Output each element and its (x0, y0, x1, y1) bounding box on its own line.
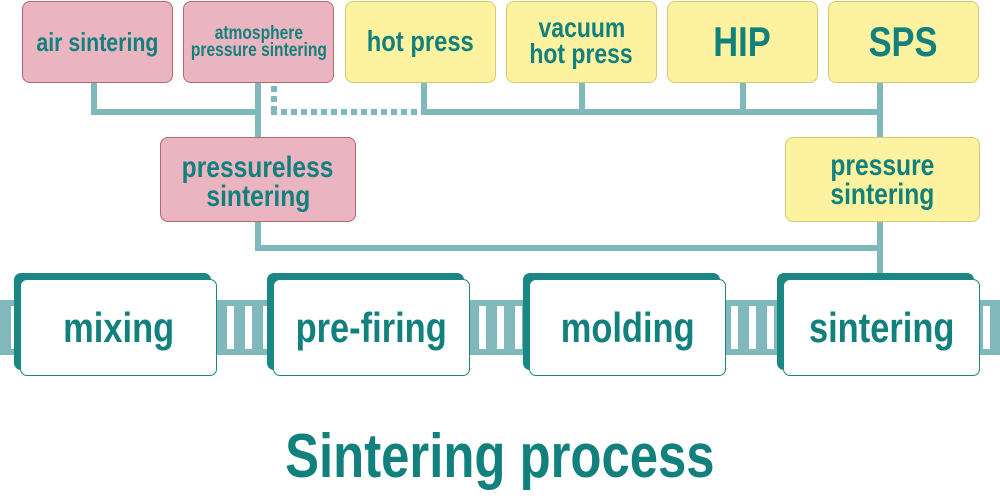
method-vacuum-hot-press: vacuum hot press (506, 1, 657, 83)
step-label: molding (560, 303, 695, 351)
category-pressure-sintering: pressure sintering (785, 137, 980, 222)
step-mixing: mixing (20, 279, 217, 376)
category-label-line-1: pressureless (182, 150, 334, 184)
method-hip: HIP (667, 1, 818, 83)
diagram-title-text: Sintering process (285, 422, 715, 491)
category-label-line-1: pressure (830, 148, 935, 182)
step-label: sintering (808, 303, 955, 351)
method-sps: SPS (828, 1, 979, 83)
step-label: mixing (62, 303, 174, 351)
method-label: SPS (869, 18, 938, 65)
method-hot-press: hot press (345, 1, 496, 83)
category-label-line-2: sintering (206, 179, 310, 213)
method-atmosphere-pressure-sintering: atmosphere pressure sintering (183, 1, 334, 83)
method-label: HIP (713, 18, 772, 65)
step-sintering: sintering (783, 279, 980, 376)
category-pressureless-sintering: pressureless sintering (160, 137, 356, 222)
method-label-line-2: pressure sintering (190, 40, 327, 61)
method-label: hot press (366, 25, 475, 58)
step-pre-firing: pre-firing (273, 279, 470, 376)
category-label-line-2: sintering (830, 177, 935, 211)
method-label-line-1: vacuum (538, 11, 625, 43)
step-label: pre-firing (295, 303, 448, 351)
method-label-line-2: hot press (529, 37, 634, 69)
method-label-line-1: atmosphere (214, 23, 303, 44)
method-air-sintering: air sintering (22, 1, 173, 83)
step-molding: molding (529, 279, 726, 376)
diagram-title: Sintering process (0, 421, 1000, 493)
method-label: air sintering (36, 26, 159, 57)
